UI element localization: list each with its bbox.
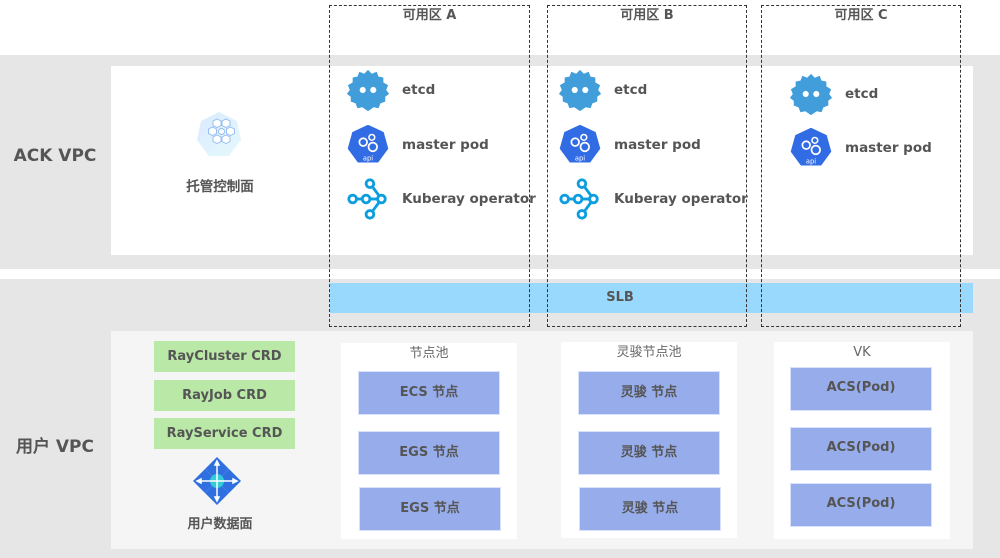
- data-plane-label: 用户数据面: [187, 517, 253, 532]
- pool-node[interactable]: 灵骏 节点: [579, 487, 721, 531]
- etcd-component[interactable]: etcd: [344, 66, 435, 114]
- master-pod-component[interactable]: master pod: [556, 121, 701, 169]
- component-label: etcd: [614, 82, 648, 98]
- hexagon-cluster-icon: [194, 110, 244, 160]
- vk-pool: VK ACS(Pod) ACS(Pod) ACS(Pod): [774, 342, 950, 539]
- etcd-icon: [344, 66, 392, 114]
- acs-pod-node[interactable]: ACS(Pod): [790, 483, 932, 527]
- pool-node[interactable]: EGS 节点: [358, 431, 500, 475]
- control-plane-label: 托管控制面: [186, 179, 254, 195]
- pool-node[interactable]: 灵骏 节点: [578, 431, 720, 475]
- availability-zone-c: 可用区 C: [761, 5, 961, 327]
- lingjun-node-pool: 灵骏节点池 灵骏 节点 灵骏 节点 灵骏 节点: [561, 342, 737, 538]
- pool-node[interactable]: 灵骏 节点: [578, 371, 720, 415]
- availability-zone-b: 可用区 B: [547, 5, 747, 327]
- kuberay-operator-icon: [344, 175, 392, 223]
- etcd-icon: [787, 70, 835, 118]
- acs-pod-node[interactable]: ACS(Pod): [790, 427, 932, 471]
- kubernetes-api-icon: [344, 121, 392, 169]
- kuberay-operator-component[interactable]: Kuberay operator: [344, 175, 536, 223]
- component-label: Kuberay operator: [614, 191, 748, 207]
- pool-title: 节点池: [409, 346, 449, 361]
- zone-title: 可用区 B: [620, 8, 674, 23]
- pool-title: 灵骏节点池: [616, 345, 682, 360]
- crd-rayservice[interactable]: RayService CRD: [154, 418, 295, 449]
- kuberay-operator-component[interactable]: Kuberay operator: [556, 175, 748, 223]
- zone-title: 可用区 A: [402, 8, 457, 23]
- acs-pod-node[interactable]: ACS(Pod): [790, 367, 932, 411]
- component-label: etcd: [402, 82, 436, 98]
- component-label: master pod: [402, 137, 489, 153]
- kubernetes-api-icon: [556, 121, 604, 169]
- etcd-icon: [556, 66, 604, 114]
- slb-label: SLB: [606, 290, 634, 305]
- pool-node[interactable]: ECS 节点: [358, 371, 500, 415]
- master-pod-component[interactable]: master pod: [344, 121, 489, 169]
- pool-title: VK: [853, 345, 871, 360]
- master-pod-component[interactable]: master pod: [787, 124, 932, 172]
- network-diamond-icon: [191, 455, 243, 507]
- zone-title: 可用区 C: [834, 8, 888, 23]
- crd-rayjob[interactable]: RayJob CRD: [154, 380, 295, 411]
- node-pool: 节点池 ECS 节点 EGS 节点 EGS 节点: [341, 343, 517, 539]
- crd-raycluster[interactable]: RayCluster CRD: [154, 341, 295, 372]
- kuberay-operator-icon: [556, 175, 604, 223]
- component-label: etcd: [845, 86, 879, 102]
- user-vpc-label: 用户 VPC: [15, 437, 94, 457]
- component-label: Kuberay operator: [402, 191, 536, 207]
- ack-vpc-label: ACK VPC: [13, 146, 97, 166]
- etcd-component[interactable]: etcd: [556, 66, 647, 114]
- etcd-component[interactable]: etcd: [787, 70, 878, 118]
- kubernetes-api-icon: [787, 124, 835, 172]
- component-label: master pod: [845, 140, 932, 156]
- component-label: master pod: [614, 137, 701, 153]
- pool-node[interactable]: EGS 节点: [359, 487, 501, 531]
- availability-zone-a: 可用区 A: [329, 5, 530, 327]
- slb-bar[interactable]: SLB: [330, 283, 973, 313]
